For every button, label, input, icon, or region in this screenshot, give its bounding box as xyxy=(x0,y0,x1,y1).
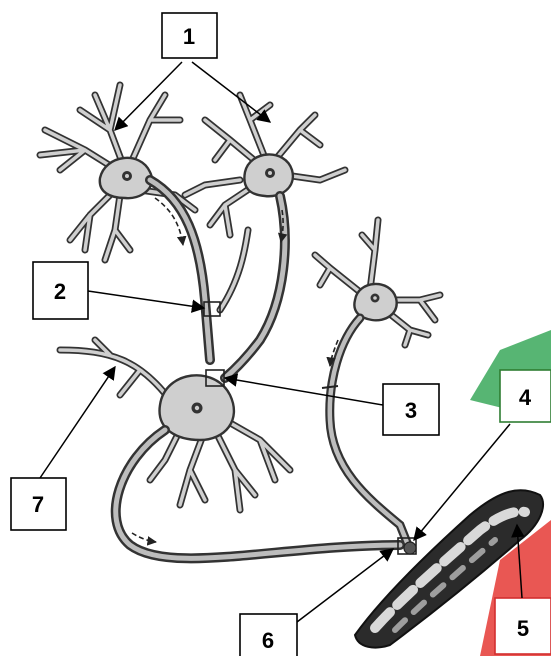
label-6-text: 6 xyxy=(262,628,274,653)
label-3-text: 3 xyxy=(405,398,417,423)
label-7-text: 7 xyxy=(32,492,44,517)
label-7: 7 xyxy=(11,367,115,530)
label-4-text: 4 xyxy=(519,385,532,410)
neuron-right xyxy=(315,220,440,545)
label-1-text: 1 xyxy=(183,24,195,49)
label-2-text: 2 xyxy=(54,279,66,304)
label-2: 2 xyxy=(33,262,204,319)
label-5-text: 5 xyxy=(517,616,529,641)
